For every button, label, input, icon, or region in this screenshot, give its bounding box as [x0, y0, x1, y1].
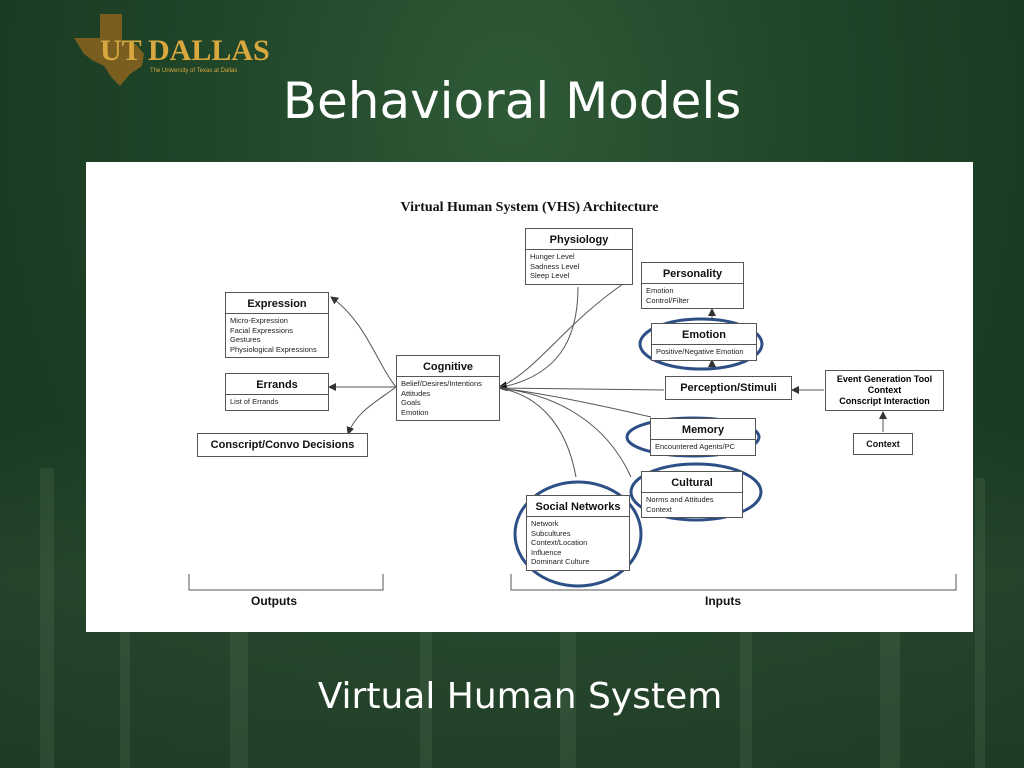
expression-item: Facial Expressions [230, 325, 293, 335]
inputs-label: Inputs [705, 594, 741, 608]
cognitive-item: Goals [401, 398, 421, 407]
errands-box: Errands List of Errands [225, 373, 329, 411]
memory-title: Memory [651, 419, 755, 440]
emotion-title: Emotion [652, 324, 756, 345]
social-networks-item: Dominant Culture [531, 557, 590, 566]
social-networks-item: Network [531, 519, 559, 528]
cognitive-title: Cognitive [397, 356, 499, 377]
event-line: Event Generation Tool [836, 374, 933, 384]
diagram-connectors [188, 281, 957, 591]
event-line: Context [867, 385, 902, 395]
personality-box: Personality Emotion Control/Filter [641, 262, 744, 309]
physiology-box: Physiology Hunger Level Sadness Level Sl… [525, 228, 633, 285]
memory-box: Memory Encountered Agents/PC [650, 418, 756, 456]
errands-title: Errands [226, 374, 328, 395]
diagram-title: Virtual Human System (VHS) Architecture [400, 200, 659, 215]
event-line: Conscript Interaction [839, 396, 930, 406]
expression-item: Physiological Expressions [230, 344, 317, 354]
personality-item: Emotion [646, 286, 674, 295]
cognitive-item: Emotion [401, 407, 429, 417]
social-networks-item: Context/Location [531, 538, 588, 547]
emotion-item: Positive/Negative Emotion [656, 347, 744, 356]
social-networks-title: Social Networks [527, 496, 629, 517]
expression-box: Expression Micro-Expression Facial Expre… [225, 292, 329, 358]
expression-item: Gestures [230, 335, 261, 344]
logo-ut-text: UT [100, 34, 142, 67]
physiology-item: Sleep Level [530, 271, 570, 280]
expression-item: Micro-Expression [230, 316, 288, 325]
errands-item: List of Errands [230, 397, 279, 406]
perception-box: Perception/Stimuli [665, 376, 792, 400]
ut-dallas-logo: UT DALLAS The University of Texas at Dal… [70, 10, 290, 90]
slide-title: Behavioral Models [282, 72, 742, 130]
cultural-item: Context [646, 504, 672, 514]
cultural-title: Cultural [642, 472, 742, 493]
logo-tagline: The University of Texas at Dallas [150, 68, 237, 74]
physiology-item: Sadness Level [530, 261, 580, 271]
slide-subtitle: Virtual Human System [317, 676, 723, 717]
outputs-label: Outputs [251, 594, 297, 608]
cultural-box: Cultural Norms and Attitudes Context [641, 471, 743, 518]
social-networks-item: Influence [531, 547, 562, 557]
memory-item: Encountered Agents/PC [655, 442, 736, 451]
social-networks-item: Subcultures [531, 528, 571, 538]
perception-title: Perception/Stimuli [680, 382, 777, 394]
social-networks-box: Social Networks Network Subcultures Cont… [526, 495, 630, 571]
cognitive-item: Belief/Desires/Intentions [401, 379, 482, 388]
conscript-title: Conscript/Convo Decisions [210, 439, 355, 451]
conscript-box: Conscript/Convo Decisions [197, 433, 368, 457]
context-title: Context [866, 439, 900, 449]
physiology-item: Hunger Level [530, 252, 575, 261]
personality-item: Control/Filter [646, 295, 689, 305]
cognitive-item: Attitudes [401, 388, 431, 398]
event-generation-box: Event Generation Tool Context Conscript … [825, 370, 944, 411]
emotion-box: Emotion Positive/Negative Emotion [651, 323, 757, 361]
physiology-title: Physiology [526, 229, 632, 250]
cognitive-box: Cognitive Belief/Desires/Intentions Atti… [396, 355, 500, 421]
architecture-diagram: Virtual Human System (VHS) Architecture … [86, 162, 973, 632]
logo-dallas-text: DALLAS [148, 34, 270, 67]
personality-title: Personality [642, 263, 743, 284]
cultural-item: Norms and Attitudes [646, 495, 714, 504]
expression-title: Expression [226, 293, 328, 314]
context-box: Context [853, 433, 913, 455]
